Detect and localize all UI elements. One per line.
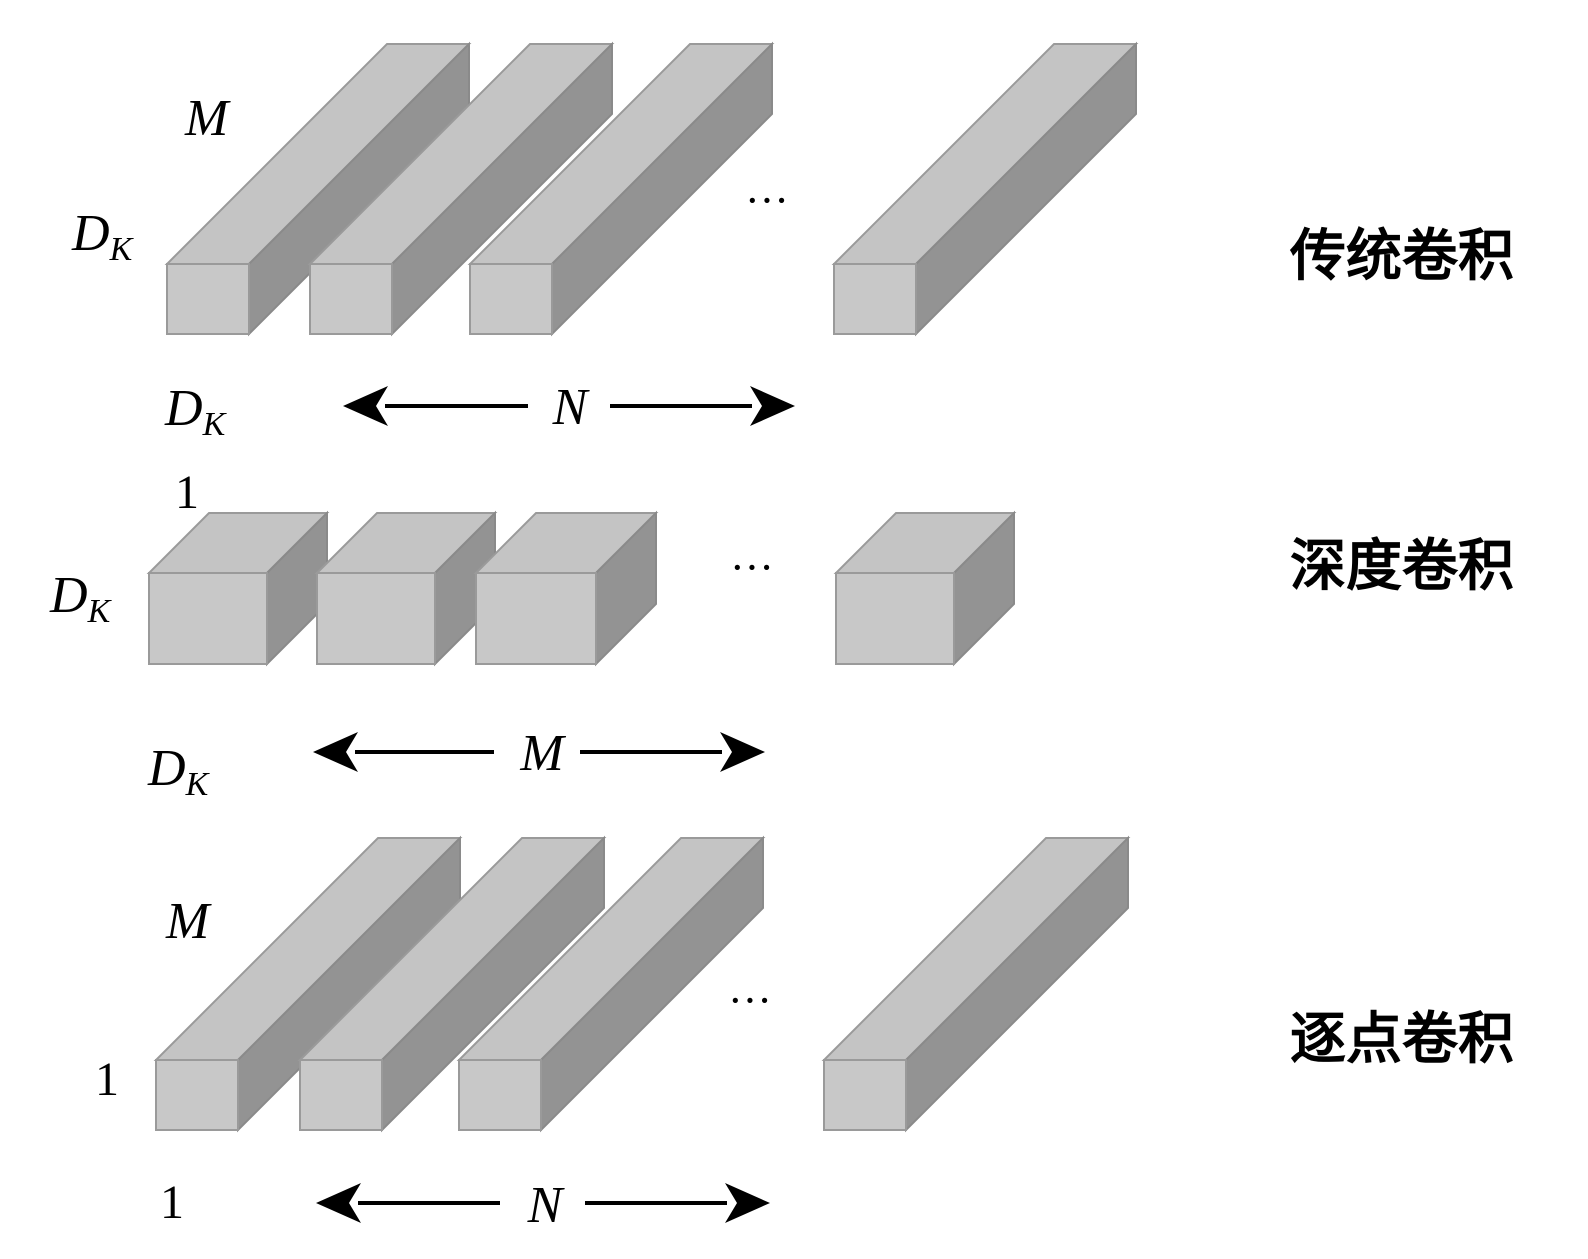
pointwise-conv-kernels: [153, 835, 1131, 1133]
row1-kernel-3: [467, 41, 775, 337]
row3-width-label: 1: [160, 1176, 184, 1229]
row2-kernel-3-front-face: [475, 572, 597, 665]
row3-title: 逐点卷积: [1290, 1007, 1514, 1072]
row2-height-label: DK: [49, 567, 113, 630]
row2-count-label: M: [519, 725, 566, 782]
row2-count-arrow: M: [313, 725, 765, 782]
row1-kernel-1-front-face: [166, 263, 250, 335]
row3-depth-label: M: [165, 893, 212, 950]
row2-kernel-2-front-face: [316, 572, 436, 665]
row1-width-label: DK: [164, 380, 228, 443]
standard-conv-kernels: [164, 41, 1139, 337]
row1-title: 传统卷积: [1289, 224, 1514, 289]
row3-count-arrow: N: [316, 1177, 770, 1234]
row1-kernel-2: [307, 41, 615, 337]
row2-kernel-2: [314, 510, 498, 667]
row3-ellipsis: ···: [728, 976, 772, 1025]
depthwise-conv-kernels: [146, 510, 1017, 667]
row3-kernel-3: [456, 835, 766, 1133]
row2-kernel-4: [833, 510, 1017, 667]
row2-kernel-4-front-face: [835, 572, 955, 665]
row3-height-label: 1: [95, 1053, 119, 1106]
row2-ellipsis: ···: [730, 543, 774, 592]
row3-kernel-2-front-face: [299, 1059, 383, 1131]
row2-title: 深度卷积: [1290, 534, 1514, 599]
row1-ellipsis: ···: [745, 176, 789, 225]
row3-kernel-1-front-face: [155, 1059, 239, 1131]
row2-depth-label: 1: [175, 466, 199, 519]
row3-kernel-3-front-face: [458, 1059, 542, 1131]
row1-count-label: N: [552, 379, 591, 436]
row1-kernel-2-front-face: [309, 263, 393, 335]
row3-kernel-4-front-face: [823, 1059, 907, 1131]
row1-height-label: DK: [71, 205, 135, 268]
row1-kernel-3-front-face: [469, 263, 553, 335]
row2-kernel-3: [473, 510, 659, 667]
row3-kernel-4: [821, 835, 1131, 1133]
row3-kernel-2: [297, 835, 607, 1133]
row1-depth-label: M: [184, 90, 231, 147]
row3-kernel-1: [153, 835, 463, 1133]
row2-width-label: DK: [147, 740, 211, 803]
row3-count-label: N: [527, 1177, 566, 1234]
row1-kernel-1: [164, 41, 472, 337]
row2-kernel-1: [146, 510, 330, 667]
row2-kernel-1-front-face: [148, 572, 268, 665]
row1-count-arrow: N: [343, 379, 795, 436]
row1-kernel-4-front-face: [833, 263, 917, 335]
row1-kernel-4: [831, 41, 1139, 337]
